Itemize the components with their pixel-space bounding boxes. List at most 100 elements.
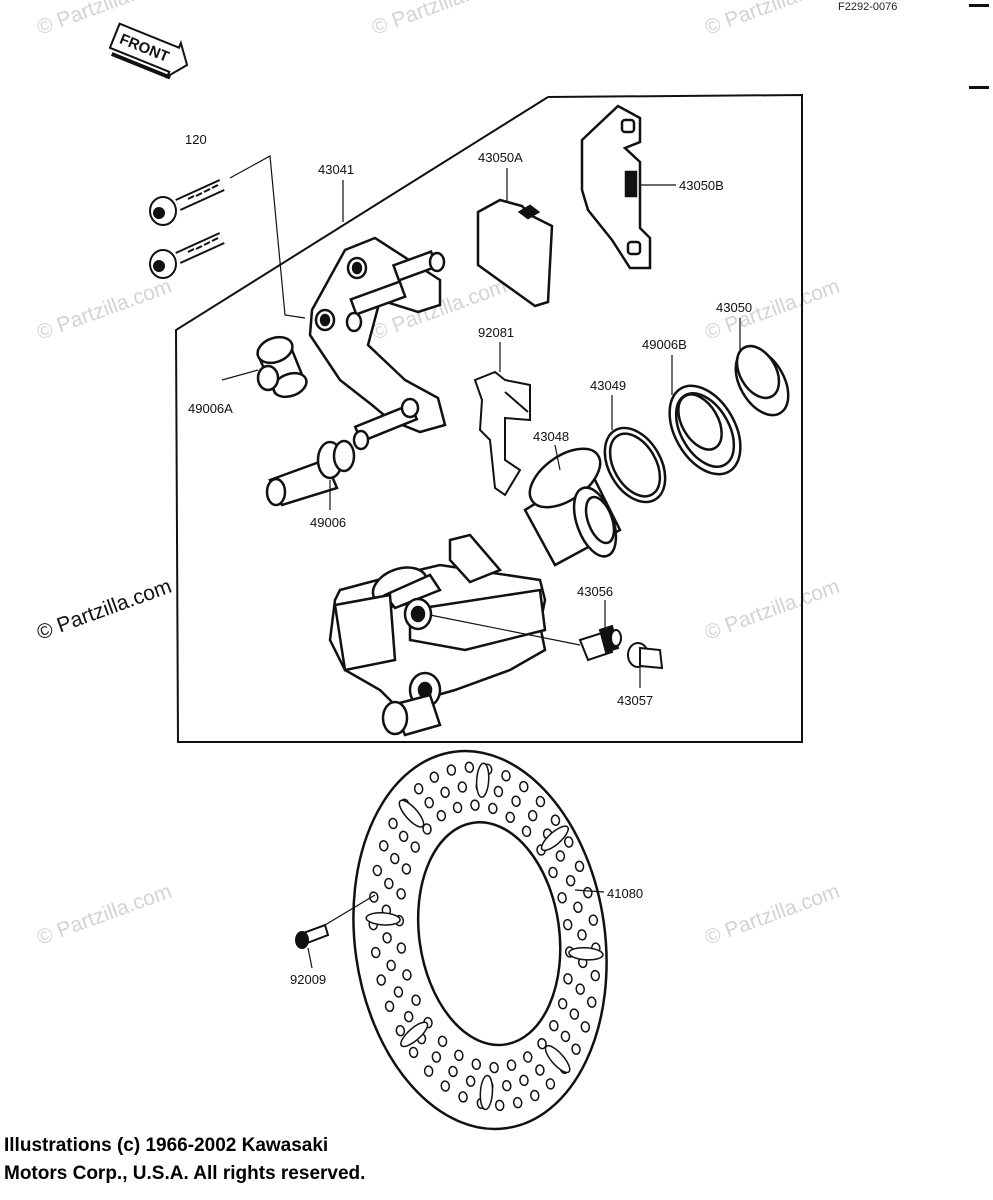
disc-hole (590, 969, 601, 982)
cap (734, 344, 790, 417)
disc-hole (501, 770, 511, 782)
disc-hole (408, 1046, 419, 1059)
disc-hole (429, 771, 440, 783)
part-label-92009: 92009 (290, 972, 326, 987)
disc-hole (563, 836, 574, 848)
disc-slot (365, 912, 401, 926)
disc-hole (574, 860, 585, 873)
disc-slot (544, 1044, 571, 1074)
disc-hole (573, 901, 583, 913)
part-label-43050: 43050 (716, 300, 752, 315)
watermark-text: © Partzilla.com (702, 880, 843, 950)
disc-hole (494, 1099, 505, 1112)
disc-hole (446, 764, 457, 776)
disc-hole (519, 780, 529, 793)
disc-hole (384, 1000, 395, 1013)
bolt-upper (149, 179, 225, 226)
disc-hole (440, 1080, 451, 1092)
part-label-43049: 43049 (590, 378, 626, 393)
piston-seal (603, 426, 667, 504)
disc-hole (372, 864, 383, 877)
brake-pad-a (476, 198, 554, 308)
disc-hole (376, 974, 386, 986)
disc-hole (569, 1008, 580, 1020)
watermark-text: © Partzilla.com (34, 275, 175, 345)
watermark-text: © Partzilla.com (702, 0, 843, 40)
disc-screw (295, 923, 330, 949)
disc-hole (548, 866, 558, 879)
disc-hole (563, 973, 573, 985)
copyright-line-2: Motors Corp., U.S.A. All rights reserved… (4, 1163, 366, 1184)
watermark-text: © Partzilla.com (369, 0, 510, 40)
disc-hole (522, 1051, 533, 1063)
disc-hole (557, 892, 567, 904)
front-arrow: FRONT (108, 22, 189, 80)
piston (523, 447, 622, 567)
part-label-43057: 43057 (617, 693, 653, 708)
disc-hole (464, 761, 475, 774)
disc-hole (403, 1010, 414, 1023)
piston-leader (554, 444, 561, 471)
disc-hole (422, 823, 432, 835)
disc-hole (512, 1096, 523, 1109)
disc-hole (549, 1019, 559, 1032)
disc-hole (488, 802, 498, 815)
disc-hole (588, 914, 599, 926)
disc-hole (454, 1049, 464, 1062)
reference-code: F2292-0076 (838, 1, 898, 13)
disc-hole (386, 959, 396, 972)
watermark-text: © Partzilla.com (34, 880, 175, 950)
disc-hole (530, 1089, 540, 1102)
disc-hole (562, 918, 573, 931)
disc-hole (458, 1091, 468, 1103)
disc-hole (388, 817, 398, 830)
assembly-outline (174, 93, 803, 743)
boot-a (256, 335, 308, 399)
disc-hole (457, 781, 468, 793)
disc-slot (540, 825, 569, 852)
disc-hole (437, 1035, 448, 1048)
disc-hole (378, 840, 389, 852)
disc-hole (393, 986, 404, 998)
part-label-49006A: 49006A (188, 401, 233, 416)
part-label-43048: 43048 (533, 429, 569, 444)
bolt-lower (149, 232, 225, 279)
watermark-text: © Partzilla.com (34, 575, 175, 645)
part-label-92081: 92081 (478, 325, 514, 340)
disc-hole (402, 969, 412, 981)
bleed-valve-leader (429, 614, 581, 646)
disc-hole (555, 850, 566, 862)
disc-hole (493, 785, 504, 798)
part-label-43050B: 43050B (679, 178, 724, 193)
part-label-41080: 41080 (607, 886, 643, 901)
disc-slot (568, 946, 604, 961)
caliper-body (328, 533, 547, 737)
disc-hole (382, 932, 392, 944)
disc-slot (475, 762, 490, 798)
disc-hole (470, 799, 480, 811)
disc-hole (537, 1037, 547, 1050)
disc-hole (580, 1021, 591, 1033)
disc-hole (583, 886, 593, 899)
bolt-leader (229, 155, 306, 319)
disc-hole (398, 830, 409, 843)
disc-hole (410, 841, 420, 853)
disc-hole (396, 942, 407, 954)
disc-hole (557, 997, 568, 1010)
disc-hole (489, 1061, 499, 1074)
disc-hole (577, 929, 587, 941)
disc-slot (400, 1021, 429, 1048)
shaft (265, 439, 356, 507)
brake-pad-b (580, 104, 652, 270)
disc-slot (398, 799, 425, 828)
brake-disc (352, 749, 608, 1131)
disc-hole (565, 874, 576, 887)
disc-hole (571, 1043, 581, 1055)
part-label-43056: 43056 (577, 584, 613, 599)
disc-hole (519, 1074, 529, 1087)
disc-hole (527, 809, 538, 822)
disc-hole (448, 1065, 458, 1078)
disc-hole (395, 1024, 406, 1037)
disc-hole (511, 795, 521, 807)
